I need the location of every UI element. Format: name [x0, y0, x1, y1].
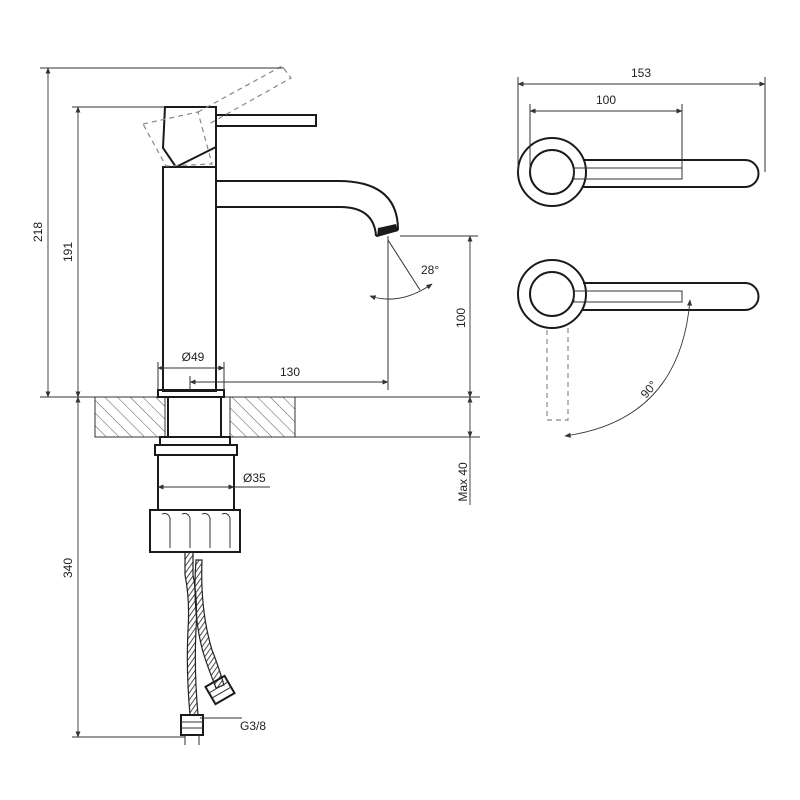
dim-218-label: 218 — [31, 222, 45, 242]
side-view: 218 191 340 Ø49 130 100 Max 40 28° Ø35 G… — [31, 65, 480, 745]
dim-diameter-35-label: Ø35 — [243, 471, 266, 485]
shank-and-nut — [149, 396, 241, 553]
top-view-lower — [517, 259, 760, 438]
dimension-labels-side: 218 191 340 Ø49 130 100 Max 40 28° Ø35 G… — [31, 222, 470, 733]
top-view-upper — [517, 137, 760, 207]
dim-191-label: 191 — [61, 242, 75, 262]
dim-153-label: 153 — [631, 66, 651, 80]
dim-max-40-label: Max 40 — [456, 462, 470, 502]
dim-90-degree-label: 90° — [638, 378, 661, 401]
dimension-labels-top: 153 100 90° — [596, 66, 660, 401]
faucet-spout — [216, 180, 399, 237]
dim-340-label: 340 — [61, 558, 75, 578]
dim-130-label: 130 — [280, 365, 300, 379]
dim-diameter-49-label: Ø49 — [182, 350, 205, 364]
dim-28-degree-label: 28° — [421, 263, 439, 277]
dim-thread-label: G3/8 — [240, 719, 266, 733]
dimension-lines-top — [517, 77, 766, 172]
dim-100-vertical-label: 100 — [454, 308, 468, 328]
flexible-hoses — [180, 551, 236, 745]
dim-100-horizontal-label: 100 — [596, 93, 616, 107]
dimension-lines-side — [40, 67, 478, 738]
countertop-section — [40, 396, 480, 438]
faucet-body — [142, 65, 317, 398]
